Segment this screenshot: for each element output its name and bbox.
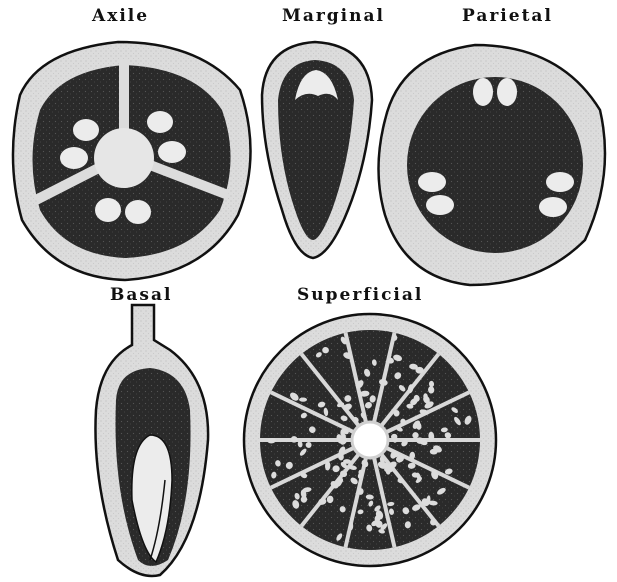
- axile-central-axis: [94, 128, 154, 188]
- parietal-locule: [407, 77, 583, 253]
- parietal-diagram: [379, 45, 606, 285]
- superficial-ovule: [299, 397, 307, 401]
- basal-diagram: [95, 305, 208, 576]
- superficial-ovule: [349, 522, 353, 531]
- superficial-center: [352, 422, 388, 458]
- marginal-diagram: [262, 42, 372, 258]
- axile-diagram: [13, 42, 251, 280]
- superficial-diagram: [244, 314, 496, 566]
